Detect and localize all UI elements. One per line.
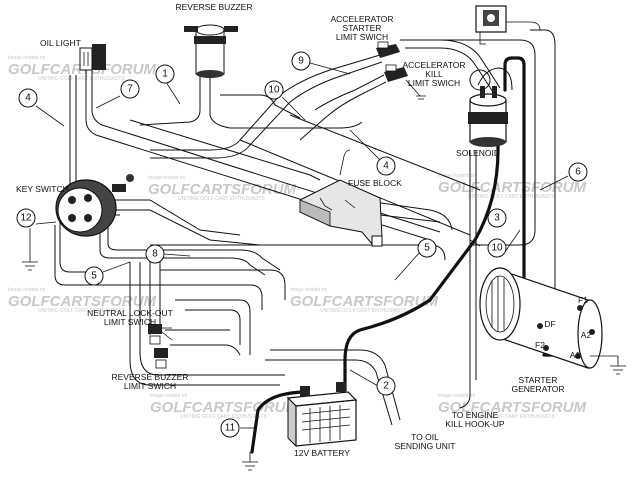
callout-circle [487,238,507,258]
oil-light-label: OIL LIGHT [40,38,81,48]
wire-number-4a: 4 [25,93,31,104]
wire-number-1: 1 [162,69,168,80]
svg-text:STARTER: STARTER [519,375,558,385]
callout-circle [568,162,588,182]
accelerator-starter-limit-switch [376,41,400,58]
battery-12v [286,382,358,448]
svg-text:GOLFCARTSFORUM: GOLFCARTSFORUM [438,399,587,416]
svg-text:NEUTRAL LOCK-OUT: NEUTRAL LOCK-OUT [87,308,173,318]
svg-text:LIMIT SWICH: LIMIT SWICH [336,32,388,42]
svg-text:LIMIT SWICH: LIMIT SWICH [104,317,156,327]
callout-circle [16,208,36,228]
solenoid-label: SOLENOID [456,148,500,158]
svg-text:ACCELERATOR: ACCELERATOR [403,60,466,70]
svg-text:KILL HOOK-UP: KILL HOOK-UP [445,419,505,429]
key-switch [55,174,134,237]
reverse-buzzer-label: REVERSE BUZZER [176,2,253,12]
wire-number-2: 2 [383,381,389,392]
ground-symbols [22,228,626,471]
svg-text:UNITING GOLF CART ENTHUSIASTS: UNITING GOLF CART ENTHUSIASTS [468,194,555,200]
svg-text:UNITING GOLF CART ENTHUSIASTS: UNITING GOLF CART ENTHUSIASTS [38,76,125,82]
reverse-buzzer [184,24,238,78]
svg-text:Image hosted on: Image hosted on [438,393,475,399]
callout-circle [145,244,165,264]
svg-text:UNITING GOLF CART ENTHUSIASTS: UNITING GOLF CART ENTHUSIASTS [320,308,407,314]
svg-text:STARTER: STARTER [343,23,382,33]
callout-circle [376,156,396,176]
reverse-buzzer-limit-switch [154,348,168,369]
starter-generator [479,267,603,369]
svg-text:SENDING UNIT: SENDING UNIT [395,441,456,451]
svg-text:A2: A2 [581,330,592,340]
callout-circle [220,418,240,438]
watermark: Image hosted on GOLFCARTSFORUM UNITING G… [8,55,587,420]
svg-text:Image hosted on: Image hosted on [8,55,45,61]
svg-text:Image hosted on: Image hosted on [290,287,327,293]
wire-callouts [16,51,588,438]
wire-number-4b: 4 [383,161,389,172]
callout-circle [120,79,140,99]
callout-circle [417,238,437,258]
svg-text:GOLFCARTSFORUM: GOLFCARTSFORUM [290,293,439,310]
wire-number-7: 7 [127,84,133,95]
wire-number-10a: 10 [268,85,280,96]
svg-text:KILL: KILL [425,69,443,79]
neutral-lockout-limit-switch [148,324,173,345]
oil-gauge [475,5,541,45]
svg-text:LIMIT SWICH: LIMIT SWICH [124,381,176,391]
svg-text:REVERSE BUZZER: REVERSE BUZZER [112,372,189,382]
battery-label: 12V BATTERY [294,448,350,458]
svg-text:F2: F2 [535,340,545,350]
svg-text:UNITING GOLF CART ENTHUSIASTS: UNITING GOLF CART ENTHUSIASTS [180,414,267,420]
wire-number-11: 11 [225,423,236,434]
svg-text:UNITING GOLF CART ENTHUSIASTS: UNITING GOLF CART ENTHUSIASTS [178,196,265,202]
svg-text:A1: A1 [570,350,581,360]
wire-number-8: 8 [152,249,158,260]
svg-text:GENERATOR: GENERATOR [511,384,564,394]
svg-text:TO ENGINE: TO ENGINE [452,410,499,420]
callout-circle [18,88,38,108]
wire-number-10b: 10 [491,243,503,254]
callout-circle [487,208,507,228]
wire-number-5b: 5 [424,243,430,254]
svg-text:GOLFCARTSFORUM: GOLFCARTSFORUM [8,61,157,78]
callout-circle [291,51,311,71]
svg-text:UNITING GOLF CART ENTHUSIASTS: UNITING GOLF CART ENTHUSIASTS [38,308,125,314]
svg-text:GOLFCARTSFORUM: GOLFCARTSFORUM [438,179,587,196]
svg-text:F1: F1 [578,295,588,305]
key-switch-label: KEY SWITCH [16,184,69,194]
wire-number-12: 12 [20,213,32,224]
svg-text:Image hosted on: Image hosted on [148,175,185,181]
callout-circle [376,376,396,396]
wire-number-5a: 5 [91,271,97,282]
svg-text:DF: DF [544,319,555,329]
svg-text:TO OIL: TO OIL [411,432,439,442]
svg-text:UNITING GOLF CART ENTHUSIASTS: UNITING GOLF CART ENTHUSIASTS [468,414,555,420]
svg-text:GOLFCARTSFORUM: GOLFCARTSFORUM [8,293,157,310]
wire-number-6: 6 [575,167,581,178]
wire-number-3: 3 [494,213,500,224]
svg-text:ACCELERATOR: ACCELERATOR [331,14,394,24]
wire-number-9: 9 [298,56,304,67]
fuse-block [299,149,383,247]
svg-text:Image hosted on: Image hosted on [8,287,45,293]
svg-text:LIMIT SWICH: LIMIT SWICH [408,78,460,88]
callout-circle [264,80,284,100]
fuse-block-label: FUSE BLOCK [348,178,402,188]
svg-text:Image hosted on: Image hosted on [150,393,187,399]
callout-circle [84,266,104,286]
accelerator-kill-limit-switch [384,64,426,100]
svg-text:Image hosted on: Image hosted on [438,173,475,179]
callout-circle [155,64,175,84]
solenoid [468,69,508,147]
oil-light [79,44,106,71]
